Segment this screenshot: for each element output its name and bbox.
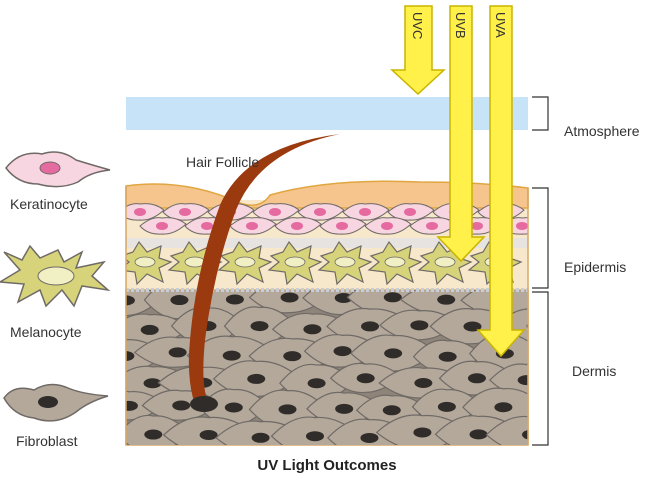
- hair-bulb: [190, 396, 218, 412]
- legend-melanocyte-icon: [0, 244, 111, 308]
- keratinocyte-nucleus: [336, 222, 348, 230]
- hair-follicle-shape: [188, 134, 340, 408]
- layer-label-epidermis: Epidermis: [564, 259, 626, 275]
- fibroblast-nucleus: [383, 292, 402, 303]
- fibroblast-nucleus: [126, 400, 138, 411]
- fibroblast-nucleus: [199, 429, 218, 440]
- fibroblast-nucleus: [463, 321, 482, 332]
- melanocyte-nucleus: [284, 256, 306, 268]
- keratinocyte-nucleus: [516, 222, 528, 230]
- fibroblast-nucleus: [140, 324, 159, 335]
- fibroblast-nucleus: [168, 347, 187, 358]
- fibroblast-nucleus: [333, 346, 352, 357]
- fibroblast-cell: [485, 415, 528, 445]
- fibroblast-nucleus: [303, 324, 322, 335]
- uvb-arrow: UVB: [436, 5, 486, 263]
- fibroblast-nucleus: [469, 429, 488, 440]
- fibroblast-nucleus: [382, 405, 401, 416]
- keratinocyte-nucleus: [359, 208, 371, 216]
- melanocyte-nucleus: [234, 256, 256, 268]
- uvc-label: UVC: [410, 12, 425, 39]
- fibroblast-nucleus: [225, 294, 244, 305]
- fibroblast-nucleus: [384, 348, 403, 359]
- keratinocyte-nucleus: [404, 208, 416, 216]
- basal-layer: [126, 238, 528, 248]
- keratinocyte-nucleus: [246, 222, 258, 230]
- fibroblast-nucleus: [334, 292, 353, 303]
- fibroblast-nucleus: [305, 431, 324, 442]
- keratinocyte-nucleus: [426, 222, 438, 230]
- fibroblast-nucleus: [126, 351, 135, 362]
- dermis-fibroblasts: [126, 290, 528, 445]
- legend-keratinocyte-icon: [5, 151, 111, 188]
- melanocyte-nucleus: [384, 256, 406, 268]
- uvb-label: UVB: [453, 12, 468, 39]
- fibroblast-nucleus: [143, 378, 162, 389]
- fibroblast-nucleus: [414, 377, 433, 388]
- fibroblast-nucleus: [517, 375, 528, 386]
- melanocyte-nucleus: [134, 256, 156, 268]
- legend-label-fibroblast: Fibroblast: [16, 433, 78, 449]
- melanocyte-nucleus: [434, 256, 456, 268]
- fibroblast-nucleus: [437, 401, 456, 412]
- melanocyte-nucleus: [334, 256, 356, 268]
- keratinocyte-nucleus: [314, 208, 326, 216]
- fibroblast-nucleus: [360, 432, 379, 443]
- fibroblast-nucleus: [172, 400, 191, 411]
- uvc-arrow: UVC: [390, 5, 446, 96]
- fibroblast-nucleus: [222, 350, 241, 361]
- fibroblast-nucleus: [278, 404, 297, 415]
- epidermis-bracket: [532, 187, 549, 289]
- fibroblast-nucleus: [410, 320, 429, 331]
- keratinocyte-nucleus: [201, 222, 213, 230]
- keratinocyte-nucleus: [471, 222, 483, 230]
- fibroblast-nucleus: [494, 402, 513, 413]
- fibroblast-nucleus: [413, 427, 432, 438]
- fibroblast-nucleus: [224, 402, 243, 413]
- diagram-title: UV Light Outcomes: [257, 457, 396, 474]
- legend-fibroblast-icon: [3, 383, 109, 422]
- fibroblast-nucleus: [307, 378, 326, 389]
- uva-label: UVA: [493, 12, 508, 38]
- fibroblast-nucleus: [283, 351, 302, 362]
- keratinocyte-nucleus: [269, 208, 281, 216]
- dermis-bracket: [532, 291, 549, 446]
- keratinocyte-nucleus: [291, 222, 303, 230]
- layer-label-dermis: Dermis: [572, 363, 616, 379]
- fibroblast-nucleus: [144, 429, 163, 440]
- keratinocyte-nucleus: [381, 222, 393, 230]
- fibroblast-nucleus: [280, 292, 299, 303]
- layer-label-atmosphere: Atmosphere: [564, 123, 640, 139]
- fibroblast-nucleus: [335, 403, 354, 414]
- fibroblast-nucleus: [522, 429, 528, 440]
- fibroblast-nucleus: [467, 373, 486, 384]
- uva-arrow: UVA: [476, 5, 526, 358]
- fibroblast-nucleus: [170, 295, 189, 306]
- epidermis-cells: [126, 203, 528, 286]
- fibroblast-nucleus: [356, 373, 375, 384]
- fibroblast-nucleus: [361, 321, 380, 332]
- atmosphere-bracket: [532, 96, 549, 131]
- keratinocyte-nucleus: [134, 208, 146, 216]
- keratinocyte-nucleus: [156, 222, 168, 230]
- legend-label-keratinocyte: Keratinocyte: [10, 196, 88, 212]
- fibroblast-nucleus: [247, 373, 266, 384]
- fibroblast-nucleus: [251, 432, 270, 443]
- keratinocyte-nucleus: [179, 208, 191, 216]
- fibroblast-nucleus: [437, 294, 456, 305]
- fibroblast-nucleus: [250, 321, 269, 332]
- fibroblast-nucleus: [126, 295, 135, 306]
- fibroblast-nucleus: [526, 323, 528, 329]
- fibroblast-nucleus: [438, 351, 457, 362]
- hair-follicle-label: Hair Follicle: [186, 154, 259, 170]
- legend-label-melanocyte: Melanocyte: [10, 324, 82, 340]
